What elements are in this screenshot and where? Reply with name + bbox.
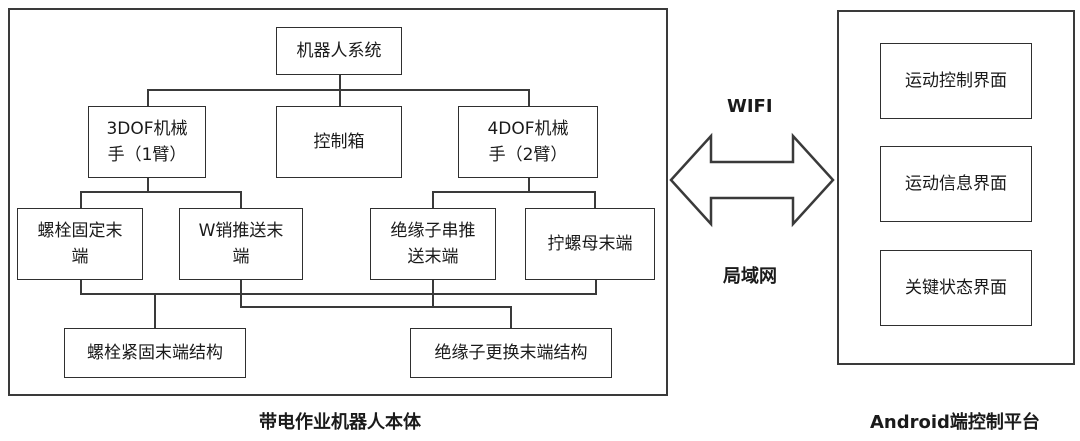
connector <box>154 294 156 328</box>
connector <box>80 191 82 208</box>
connector <box>147 89 149 106</box>
bidirectional-arrow-icon <box>669 132 835 228</box>
control-box: 控制箱 <box>276 106 402 178</box>
connector <box>432 191 434 208</box>
connector <box>528 178 530 192</box>
motion-info-ui: 运动信息界面 <box>880 146 1032 222</box>
arm-1-3dof: 3DOF机械 手（1臂） <box>88 106 206 178</box>
robot-body-frame <box>8 8 668 396</box>
lan-label: 局域网 <box>723 266 777 287</box>
bolt-tighten-structure: 螺栓紧固末端结构 <box>64 328 246 378</box>
android-platform-caption: Android端控制平台 <box>870 412 1040 433</box>
connector <box>528 89 530 106</box>
connector <box>594 191 596 208</box>
connector <box>147 178 149 192</box>
insulator-push-end: 绝缘子串推 送末端 <box>370 208 496 280</box>
connector <box>339 74 341 90</box>
motion-control-ui: 运动控制界面 <box>880 43 1032 119</box>
root-robot-system: 机器人系统 <box>276 27 402 75</box>
android-platform-frame <box>837 10 1075 365</box>
bolt-fix-end: 螺栓固定末 端 <box>17 208 143 280</box>
connector <box>432 191 596 193</box>
connector <box>595 280 597 294</box>
connector <box>339 89 341 106</box>
arm-2-4dof: 4DOF机械 手（2臂） <box>458 106 598 178</box>
robot-body-caption: 带电作业机器人本体 <box>259 412 421 433</box>
connector <box>432 280 434 308</box>
insulator-replace-structure: 绝缘子更换末端结构 <box>410 328 612 378</box>
nut-twist-end: 拧螺母末端 <box>525 208 655 280</box>
connector <box>80 191 242 193</box>
connector <box>80 293 597 295</box>
w-pin-push-end: W销推送末 端 <box>179 208 303 280</box>
wifi-label: WIFI <box>727 96 773 117</box>
connector <box>147 89 529 91</box>
connector <box>240 306 512 308</box>
key-status-ui: 关键状态界面 <box>880 250 1032 326</box>
connector <box>240 191 242 208</box>
connector <box>510 307 512 328</box>
connector <box>80 280 82 294</box>
connector <box>240 280 242 308</box>
